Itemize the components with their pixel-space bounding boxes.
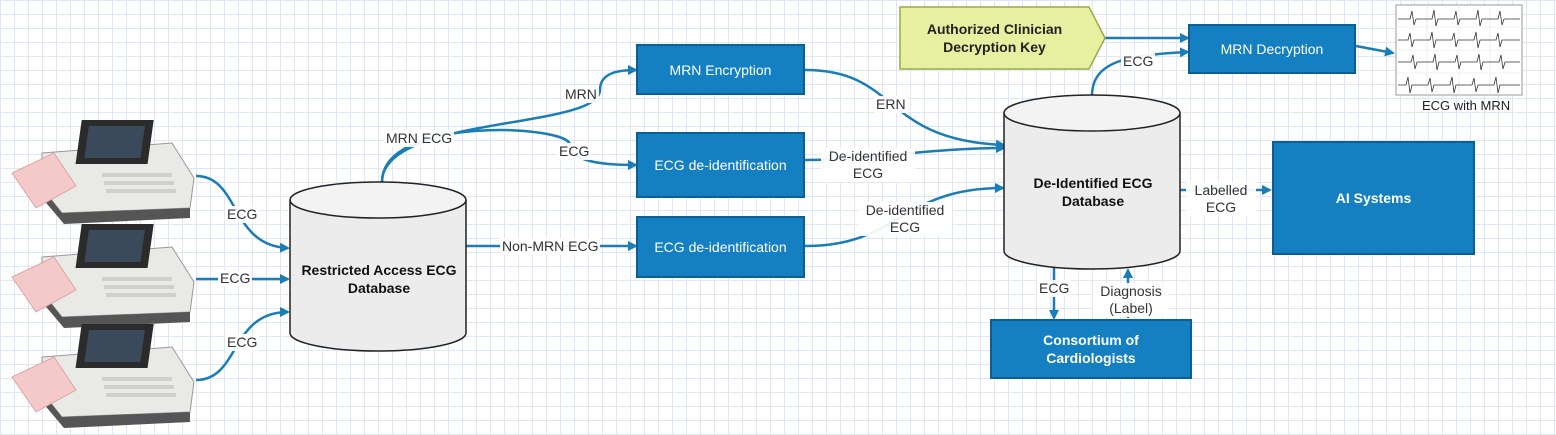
edge-label-device2: ECG xyxy=(218,270,253,287)
ai-systems-label: AI Systems xyxy=(1335,190,1412,206)
edge-label-device3: ECG xyxy=(225,334,260,351)
edge-label-non-mrn: Non-MRN ECG xyxy=(500,238,601,255)
ecg-with-mrn-caption: ECG with MRN xyxy=(1422,98,1511,113)
edge-label-deid2: De-identified ECG xyxy=(858,202,952,236)
mrn-decryption-label: MRN Decryption xyxy=(1220,41,1324,57)
decryption-key-label: Authorized Clinician Decryption Key xyxy=(926,21,1063,55)
edge-label-ecg-split: ECG xyxy=(557,143,592,160)
consortium-label: Consortium of Cardiologists xyxy=(1043,332,1139,366)
consortium-box: Consortium of Cardiologists xyxy=(990,319,1192,379)
deid-db-cylinder xyxy=(1003,94,1181,270)
mrn-encryption-label: MRN Encryption xyxy=(669,61,772,78)
edge-label-to-decrypt: ECG xyxy=(1121,53,1156,70)
ecg-deid-box-2: ECG de-identification xyxy=(636,216,805,278)
restricted-db-label: Restricted Access ECG Database xyxy=(301,262,457,296)
decryption-key-shape xyxy=(899,6,1106,70)
decryption-key: Authorized Clinician Decryption Key xyxy=(900,7,1105,69)
edge-label-device1: ECG xyxy=(225,206,260,223)
edge-label-to-consortium: ECG xyxy=(1037,280,1072,297)
ecg-deid-label-2: ECG de-identification xyxy=(654,239,787,255)
deid-db-label: De-Identified ECG Database xyxy=(1033,175,1153,209)
edge-label-deid1: De-identified ECG xyxy=(821,148,915,182)
mrn-decryption-box: MRN Decryption xyxy=(1188,24,1356,74)
edge-label-labelled: Labelled ECG xyxy=(1186,182,1256,216)
restricted-db-cylinder xyxy=(289,181,467,352)
edge-label-mrn: MRN xyxy=(563,86,599,103)
mrn-encryption-box: MRN Encryption xyxy=(636,44,805,95)
edge-mrn-encryption xyxy=(380,65,638,183)
ecg-machine-icon xyxy=(11,324,195,428)
ecg-strip-image xyxy=(1395,4,1523,96)
ecg-machine-icon xyxy=(11,224,195,328)
edge-decryption-out xyxy=(1355,44,1395,57)
edge-label-ern: ERN xyxy=(874,96,908,113)
ecg-deid-label-1: ECG de-identification xyxy=(654,157,787,173)
ecg-machine-icon xyxy=(11,120,195,224)
ai-systems-box: AI Systems xyxy=(1272,141,1475,255)
ecg-deid-box-1: ECG de-identification xyxy=(636,132,805,198)
edge-label-mrn-ecg: MRN ECG xyxy=(384,130,455,147)
edge-label-diagnosis: Diagnosis (Label) xyxy=(1093,283,1169,317)
edge-to-decryption xyxy=(1090,47,1190,97)
